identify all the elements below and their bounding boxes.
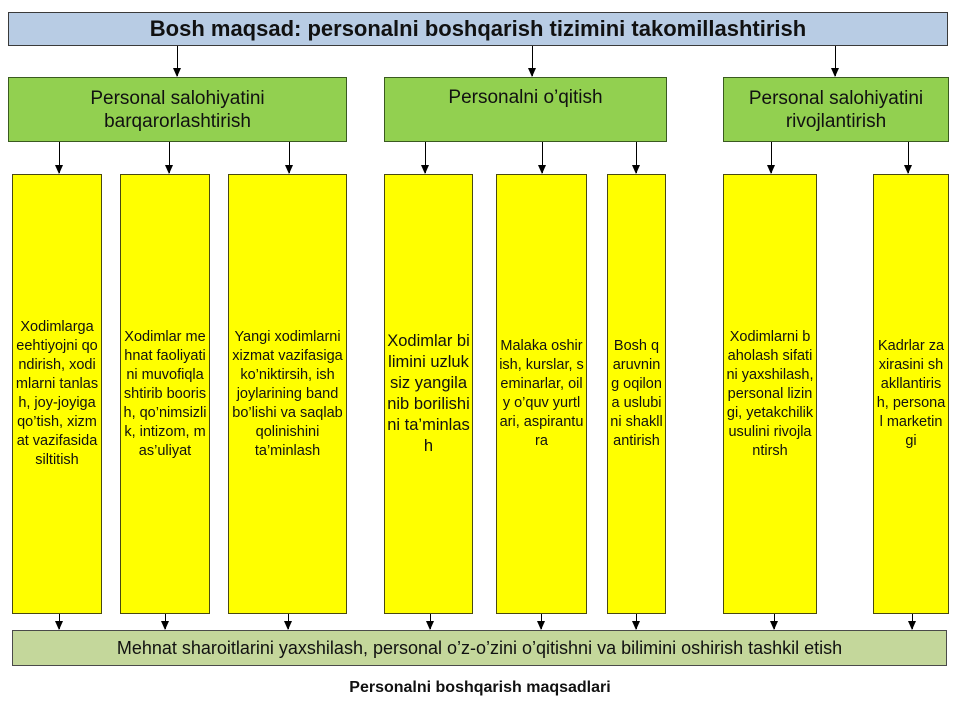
arrow-down-icon: [161, 614, 169, 630]
category-box-training: Personalni o’qitish: [384, 77, 667, 142]
arrow-down-icon: [767, 142, 775, 174]
task-label: Xodimlarni baholash sifatini yaxshilash,…: [726, 328, 814, 459]
arrow-down-icon: [284, 614, 292, 630]
bottom-goal-box: Mehnat sharoitlarini yaxshilash, persona…: [12, 630, 947, 666]
arrow-down-icon: [173, 46, 181, 77]
task-box: Xodimlarga eehtiyojni qondirish, xodimla…: [12, 174, 102, 614]
task-box: Xodimlarni baholash sifatini yaxshilash,…: [723, 174, 817, 614]
task-label: Xodimlar mehnat faoliyatini muvofiqlasht…: [123, 328, 207, 459]
arrow-down-icon: [538, 142, 546, 174]
arrow-down-icon: [904, 142, 912, 174]
figure-caption: Personalni boshqarish maqsadlari: [349, 679, 611, 696]
category-label: Personal salohiyatini rivojlantirish: [748, 87, 924, 132]
task-box: Yangi xodimlarni xizmat vazifasiga ko’ni…: [228, 174, 347, 614]
bottom-goal-text: Mehnat sharoitlarini yaxshilash, persona…: [116, 637, 843, 658]
task-label: Bosh qaruvning oqilona uslubini shakllan…: [610, 338, 663, 449]
task-label: Malaka oshirish, kurslar, seminarlar, oi…: [499, 338, 584, 449]
arrow-down-icon: [165, 142, 173, 174]
arrow-down-icon: [632, 614, 640, 630]
task-label: Xodimlarga eehtiyojni qondirish, xodimla…: [15, 319, 99, 468]
task-box: Xodimlar bilimini uzluksiz yangilanib bo…: [384, 174, 473, 614]
arrow-down-icon: [528, 46, 536, 77]
main-goal-box: Bosh maqsad: personalni boshqarish tizim…: [8, 12, 948, 46]
category-label: Personal salohiyatini barqarorlashtirish: [90, 87, 265, 132]
arrow-down-icon: [55, 142, 63, 174]
task-label: Yangi xodimlarni xizmat vazifasiga ko’ni…: [232, 328, 343, 459]
category-label: Personalni o’qitish: [448, 87, 603, 108]
arrow-down-icon: [426, 614, 434, 630]
arrow-down-icon: [285, 142, 293, 174]
arrow-down-icon: [55, 614, 63, 630]
category-box-development: Personal salohiyatini rivojlantirish: [723, 77, 949, 142]
main-goal-text: Bosh maqsad: personalni boshqarish tizim…: [149, 16, 807, 41]
arrow-down-icon: [831, 46, 839, 77]
arrow-down-icon: [770, 614, 778, 630]
task-label: Xodimlar bilimini uzluksiz yangilanib bo…: [387, 332, 470, 455]
task-box: Kadrlar zaxirasini shakllantirish, perso…: [873, 174, 949, 614]
task-box: Xodimlar mehnat faoliyatini muvofiqlasht…: [120, 174, 210, 614]
arrow-down-icon: [632, 142, 640, 174]
arrow-down-icon: [421, 142, 429, 174]
arrow-down-icon: [908, 614, 916, 630]
task-label: Kadrlar zaxirasini shakllantirish, perso…: [876, 338, 946, 449]
task-box: Bosh qaruvning oqilona uslubini shakllan…: [607, 174, 666, 614]
task-box: Malaka oshirish, kurslar, seminarlar, oi…: [496, 174, 587, 614]
arrow-down-icon: [537, 614, 545, 630]
category-box-stabilization: Personal salohiyatini barqarorlashtirish: [8, 77, 347, 142]
